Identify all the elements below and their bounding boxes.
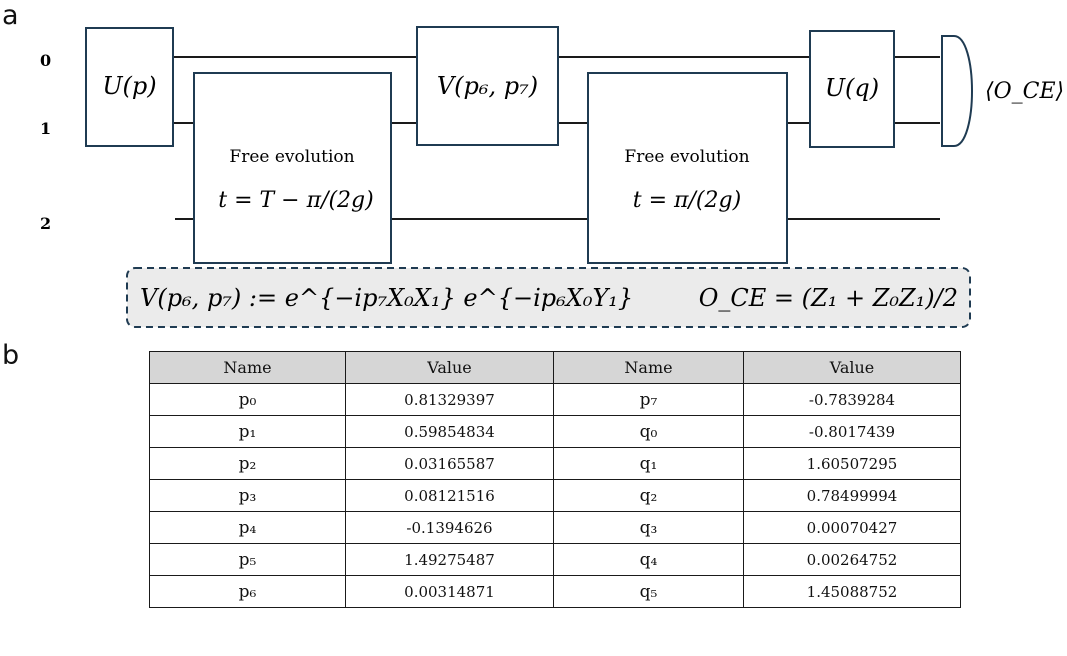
param-name: p₁ (149, 415, 346, 448)
free-evolution-1-title: Free evolution (229, 147, 354, 167)
measurement-icon (941, 35, 973, 147)
gate-u-q (809, 30, 895, 148)
param-name: p₄ (149, 511, 346, 544)
definition-box (126, 267, 971, 328)
qubit-label-2: 2 (40, 214, 51, 233)
param-value: 1.49275487 (345, 543, 554, 576)
param-value: -0.8017439 (743, 415, 961, 448)
param-value: -0.1394626 (345, 511, 554, 544)
param-value: 0.00314871 (345, 575, 554, 608)
table-row: p₂ 0.03165587 q₁ 1.60507295 (149, 447, 961, 480)
table-row: p₄ -0.1394626 q₃ 0.00070427 (149, 511, 961, 544)
header-value-1: Value (345, 351, 554, 384)
table-row: p₅ 1.49275487 q₄ 0.00264752 (149, 543, 961, 576)
gate-u-q-label: U(q) (825, 74, 879, 102)
parameter-table: Name Value Name Value p₀ 0.81329397 p₇ -… (149, 351, 961, 608)
free-evolution-box-1 (193, 72, 392, 264)
param-name: p₆ (149, 575, 346, 608)
header-name-2: Name (553, 351, 744, 384)
qubit-label-0: 0 (40, 51, 51, 70)
param-name: p₃ (149, 479, 346, 512)
param-name: q₁ (553, 447, 744, 480)
panel-b-label: b (2, 340, 20, 371)
gate-v-label: V(p₆, p₇) (437, 72, 538, 100)
table-header-row: Name Value Name Value (149, 351, 961, 384)
table-row: p₁ 0.59854834 q₀ -0.8017439 (149, 415, 961, 448)
param-value: 0.00264752 (743, 543, 961, 576)
param-name: p₂ (149, 447, 346, 480)
param-value: 0.59854834 (345, 415, 554, 448)
param-name: q₃ (553, 511, 744, 544)
header-value-2: Value (743, 351, 961, 384)
o-definition: O_CE = (Z₁ + Z₀Z₁)/2 (699, 284, 958, 312)
gate-u-p-label: U(p) (102, 72, 156, 100)
param-name: p₅ (149, 543, 346, 576)
param-name: q₀ (553, 415, 744, 448)
table-row: p₃ 0.08121516 q₂ 0.78499994 (149, 479, 961, 512)
gate-u-p (85, 27, 174, 147)
header-name-1: Name (149, 351, 346, 384)
param-value: 0.03165587 (345, 447, 554, 480)
param-name: q₄ (553, 543, 744, 576)
free-evolution-box-2 (587, 72, 788, 264)
measurement-label: ⟨O_CE⟩ (985, 79, 1064, 104)
table-row: p₀ 0.81329397 p₇ -0.7839284 (149, 383, 961, 416)
gate-v (416, 26, 559, 146)
panel-a-label: a (2, 0, 19, 31)
circuit-diagram: 0 1 2 U(p) Free evolution t = T − π/(2g)… (40, 26, 1064, 328)
param-name: q₂ (553, 479, 744, 512)
param-value: 0.81329397 (345, 383, 554, 416)
v-definition: V(p₆, p₇) := e^{−ip₇X₀X₁} e^{−ip₆X₀Y₁} (140, 284, 633, 312)
param-name: p₇ (553, 383, 744, 416)
free-evolution-2-time: t = π/(2g) (633, 188, 741, 213)
free-evolution-2-title: Free evolution (624, 147, 749, 167)
param-value: 1.45088752 (743, 575, 961, 608)
qubit-label-1: 1 (40, 119, 51, 138)
table-row: p₆ 0.00314871 q₅ 1.45088752 (149, 575, 961, 608)
param-value: 1.60507295 (743, 447, 961, 480)
param-value: 0.78499994 (743, 479, 961, 512)
param-name: q₅ (553, 575, 744, 608)
param-value: -0.7839284 (743, 383, 961, 416)
param-name: p₀ (149, 383, 346, 416)
free-evolution-1-time: t = T − π/(2g) (218, 188, 373, 213)
param-value: 0.00070427 (743, 511, 961, 544)
param-value: 0.08121516 (345, 479, 554, 512)
